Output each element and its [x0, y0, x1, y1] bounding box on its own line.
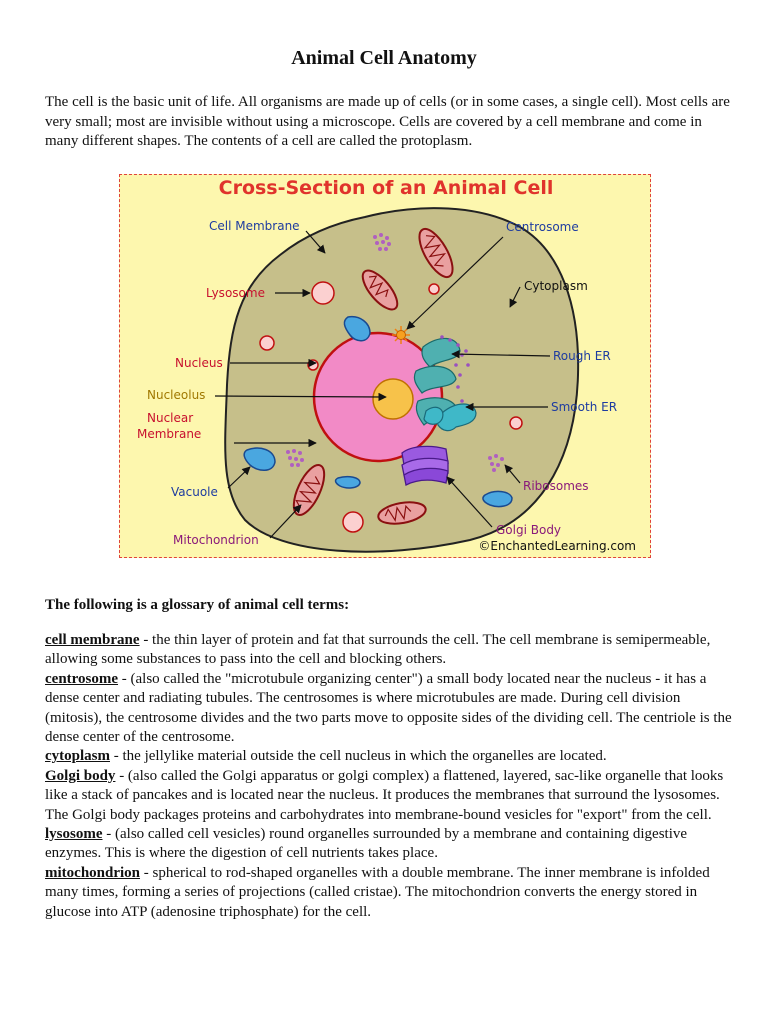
glossary-entry: cell membrane - the thin layer of protei… — [45, 631, 735, 670]
intro-paragraph: The cell is the basic unit of life. All … — [45, 94, 730, 149]
lysosome-shape — [428, 283, 440, 295]
lysosome-shape — [307, 359, 319, 371]
glossary-entry: centrosome - (also called the "microtubu… — [45, 670, 735, 748]
glossary-definition: - the jellylike material outside the cel… — [110, 748, 607, 765]
centrosome-shape — [392, 326, 410, 344]
label-lysosome: Lysosome — [206, 286, 265, 300]
label-cytoplasm: Cytoplasm — [524, 279, 588, 293]
glossary-entry: Golgi body - (also called the Golgi appa… — [45, 767, 735, 825]
label-nucleolus: Nucleolus — [147, 388, 205, 402]
vacuole-shape — [482, 490, 513, 508]
glossary-entry: mitochondrion - spherical to rod-shaped … — [45, 864, 735, 922]
ribosome-cluster — [488, 454, 504, 472]
label-centrosome: Centrosome — [506, 220, 579, 234]
diagram-title: Cross-Section of an Animal Cell — [219, 177, 554, 199]
label-nucleus: Nucleus — [175, 356, 223, 370]
glossary-term: Golgi body — [45, 767, 116, 784]
mitochondrion-shape — [377, 501, 427, 525]
nucleolus-shape — [372, 378, 414, 420]
cell-diagram: Cross-Section of an Animal Cell — [119, 174, 651, 558]
label-mitochondrion: Mitochondrion — [173, 533, 259, 547]
lysosome-shape — [509, 416, 523, 430]
lysosome-shape — [342, 511, 364, 533]
glossary-term: lysosome — [45, 826, 103, 843]
glossary-definition: - the thin layer of protein and fat that… — [45, 632, 711, 668]
glossary-definition: - (also called the "microtubule organizi… — [45, 670, 732, 746]
glossary-entry: lysosome - (also called cell vesicles) r… — [45, 825, 735, 864]
label-nuclear: Nuclear — [147, 411, 193, 425]
glossary-term: cytoplasm — [45, 748, 110, 765]
lysosome-shape — [259, 335, 275, 351]
glossary-list: cell membrane - the thin layer of protei… — [45, 631, 735, 922]
golgi-body-shape — [401, 445, 449, 486]
lysosome-shape — [311, 281, 335, 305]
mitochondrion-shape — [418, 227, 454, 279]
ribosome-cluster — [286, 449, 304, 467]
glossary-term: mitochondrion — [45, 864, 141, 881]
cell-diagram-svg: Cross-Section of an Animal Cell — [137, 177, 636, 553]
label-golgi-body: Golgi Body — [496, 523, 561, 537]
vacuole-shape — [334, 475, 361, 489]
glossary-term: cell membrane — [45, 632, 140, 648]
diagram-credit: ©EnchantedLearning.com — [478, 539, 636, 553]
page-title: Animal Cell Anatomy — [291, 47, 477, 69]
label-membrane: Membrane — [137, 427, 201, 441]
ribosome-cluster — [373, 233, 391, 251]
glossary-entry: cytoplasm - the jellylike material outsi… — [45, 747, 735, 766]
glossary-heading: The following is a glossary of animal ce… — [45, 597, 350, 613]
glossary-definition: - (also called the Golgi apparatus or go… — [45, 767, 724, 823]
vacuole-shape — [343, 315, 371, 342]
label-ribosomes: Ribosomes — [523, 479, 589, 493]
glossary-definition: - spherical to rod-shaped organelles wit… — [45, 864, 710, 920]
label-rough-er: Rough ER — [553, 349, 611, 363]
label-smooth-er: Smooth ER — [551, 400, 617, 414]
vacuole-shape — [243, 447, 276, 471]
label-vacuole: Vacuole — [171, 485, 218, 499]
mitochondrion-shape — [361, 269, 399, 311]
mitochondrion-shape — [292, 464, 326, 516]
label-cell-membrane: Cell Membrane — [209, 219, 300, 233]
glossary-term: centrosome — [45, 670, 119, 687]
glossary-definition: - (also called cell vesicles) round orga… — [45, 826, 688, 862]
